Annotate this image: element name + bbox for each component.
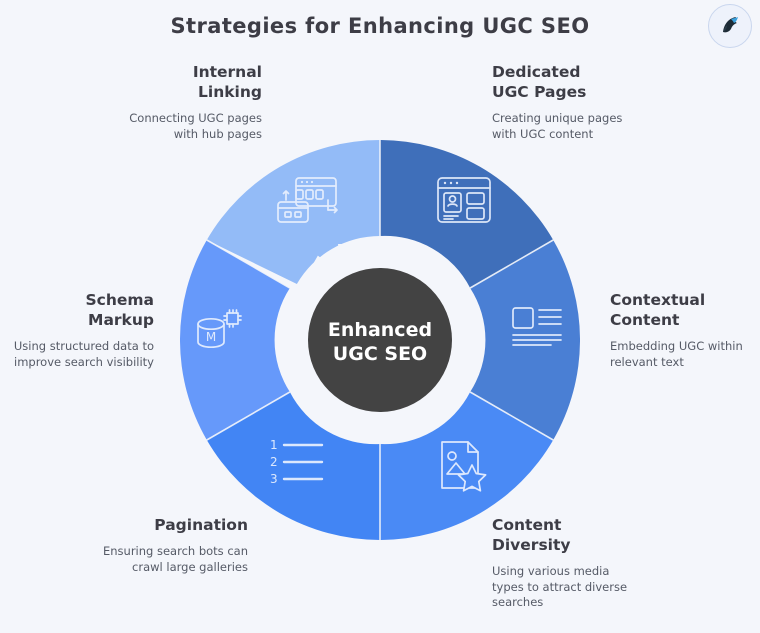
segment-schema-markup[interactable] [180,240,290,440]
brand-logo-badge[interactable] [708,4,752,48]
label-content-diversity[interactable]: Content Diversity Using various media ty… [492,515,642,611]
two-browser-windows-link-icon [277,177,338,223]
database-markup-icon: M [197,309,242,349]
label-dedicated-ugc-pages[interactable]: Dedicated UGC Pages Creating unique page… [492,62,642,142]
label-heading: Pagination [154,516,248,534]
bird-logo-icon [723,17,738,33]
text-with-image-block-icon [512,307,562,346]
label-schema-markup[interactable]: Schema Markup Using structured data to i… [4,290,154,370]
segment-pagination[interactable] [206,392,380,540]
hub-label-line1: Enhanced [328,319,432,341]
label-description: Creating unique pages with UGC content [492,111,623,141]
segment-internal-linking[interactable] [206,140,380,284]
label-heading: Dedicated UGC Pages [492,63,587,101]
document-image-star-icon [441,441,487,492]
label-internal-linking[interactable]: Internal Linking Connecting UGC pages wi… [112,62,262,142]
segment-content-diversity[interactable] [380,392,554,540]
segment-dividers [206,140,554,540]
label-description: Using various media types to attract div… [492,564,628,609]
label-pagination[interactable]: Pagination Ensuring search bots can craw… [98,515,248,575]
label-heading: Content Diversity [492,516,571,554]
label-description: Embedding UGC within relevant text [610,339,743,369]
svg-text:2: 2 [270,455,278,469]
browser-profile-card-icon [437,177,491,223]
label-heading: Schema Markup [85,291,154,329]
hub-circle[interactable] [308,268,452,412]
label-heading: Internal Linking [192,63,262,101]
label-description: Using structured data to improve search … [13,339,154,369]
svg-text:M: M [206,330,216,344]
ugc-seo-wheel: Enhanced UGC SEO [180,140,580,540]
svg-text:3: 3 [270,472,278,486]
label-description: Connecting UGC pages with hub pages [129,111,262,141]
label-contextual-content[interactable]: Contextual Content Embedding UGC within … [610,290,760,370]
svg-text:1: 1 [270,438,278,452]
hub-label-line2: UGC SEO [333,343,427,365]
page-title: Strategies for Enhancing UGC SEO [170,14,590,38]
numbered-list-icon: 1 2 3 [270,438,324,486]
label-heading: Contextual Content [610,291,706,329]
label-description: Ensuring search bots can crawl large gal… [102,544,248,574]
